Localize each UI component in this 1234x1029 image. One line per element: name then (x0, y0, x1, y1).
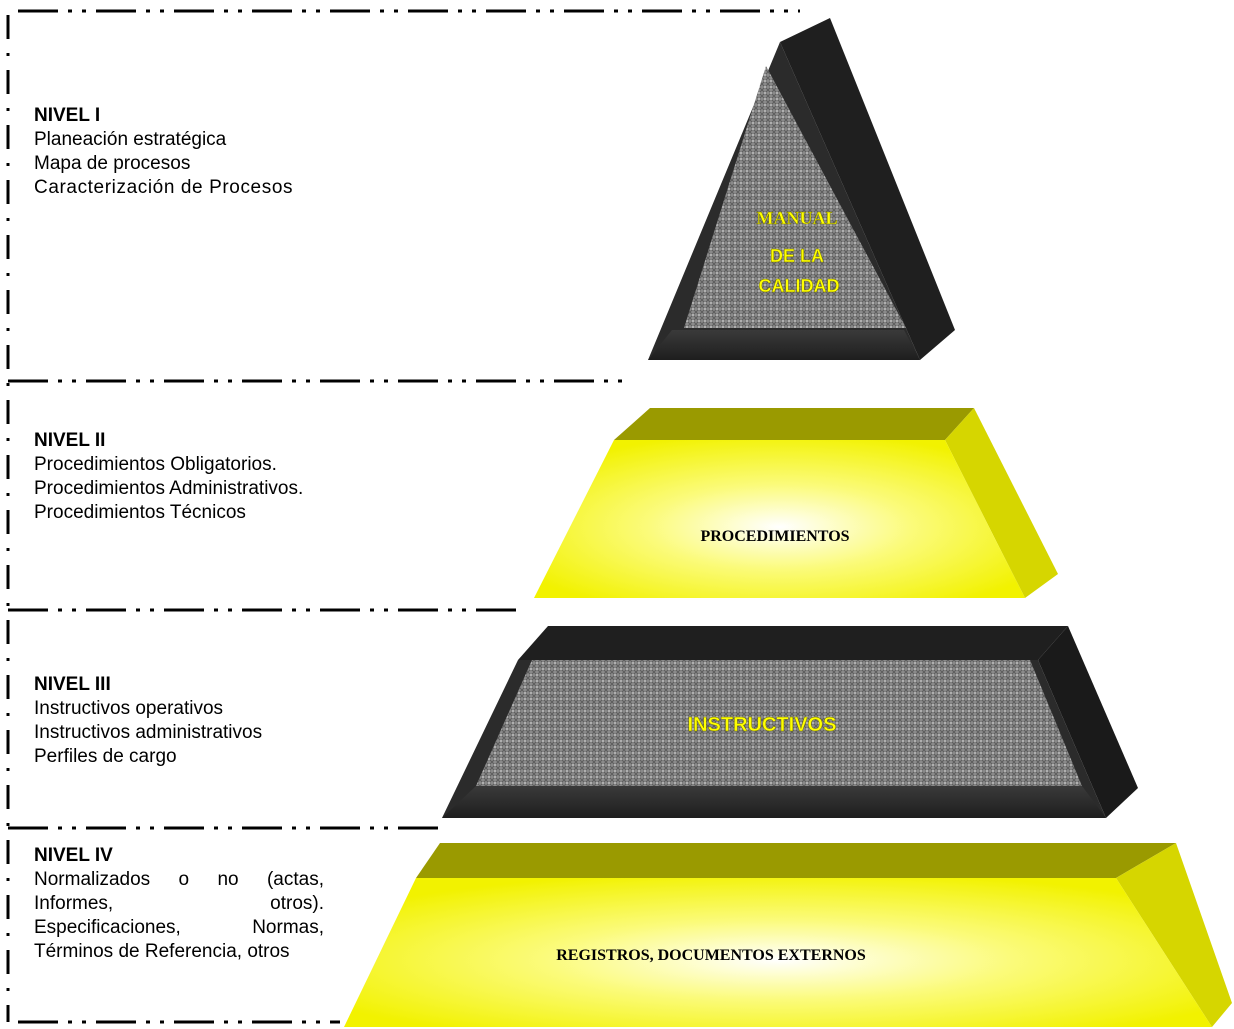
level-frame (6, 9, 800, 1024)
tier4-label: REGISTROS, DOCUMENTOS EXTERNOS (556, 947, 866, 964)
tier3-base (442, 786, 1106, 818)
tier4-top (416, 843, 1176, 878)
tier2-top (614, 408, 974, 440)
level-3-title: NIVEL III (34, 674, 111, 695)
level-1-item: Planeación estratégica (34, 129, 227, 150)
level-3-text: NIVEL III Instructivos operativos Instru… (34, 673, 364, 769)
level-2-item: Procedimientos Administrativos. (34, 478, 304, 499)
level-4-text: NIVEL IV Normalizados o no (actas, Infor… (34, 844, 324, 964)
level-1-text: NIVEL I Planeación estratégica Mapa de p… (34, 104, 394, 200)
level-2-text: NIVEL II Procedimientos Obligatorios. Pr… (34, 429, 364, 525)
level-4-title: NIVEL IV (34, 845, 113, 866)
level-1-item: Mapa de procesos (34, 153, 191, 174)
tier2-side (945, 408, 1058, 598)
apex-side (780, 18, 955, 360)
level-3-item: Instructivos operativos (34, 698, 224, 719)
tier2-face (534, 440, 1025, 598)
tier3-side (1038, 626, 1138, 818)
tier2-label: PROCEDIMIENTOS (700, 528, 849, 545)
tier3-top (518, 626, 1068, 660)
apex-base (648, 330, 920, 360)
level-4-item: Normalizados o no (actas, Informes, otro… (34, 869, 324, 962)
pyramid-tier-procedimientos: PROCEDIMIENTOS (534, 408, 1058, 598)
apex-face (684, 66, 906, 328)
pyramid-apex: MANUAL DE LA CALIDAD (648, 18, 955, 360)
tier4-side (1116, 843, 1232, 1027)
level-2-title: NIVEL II (34, 430, 106, 451)
tier3-label: INSTRUCTIVOS (688, 714, 837, 736)
tier3-face (476, 660, 1082, 786)
level-1-item: Caracterización de Procesos (34, 177, 294, 198)
tier4-face (344, 878, 1212, 1027)
pyramid-tier-registros: REGISTROS, DOCUMENTOS EXTERNOS (344, 843, 1232, 1027)
level-2-item: Procedimientos Técnicos (34, 502, 246, 523)
apex-label-line-3: CALIDAD (759, 276, 840, 296)
apex-label-line-1: MANUAL (757, 208, 838, 228)
level-3-item: Instructivos administrativos (34, 722, 263, 743)
level-3-item: Perfiles de cargo (34, 746, 177, 767)
pyramid-tier-instructivos: INSTRUCTIVOS (442, 626, 1138, 818)
level-2-item: Procedimientos Obligatorios. (34, 454, 277, 475)
level-1-title: NIVEL I (34, 105, 101, 126)
apex-label-line-2: DE LA (770, 246, 824, 266)
